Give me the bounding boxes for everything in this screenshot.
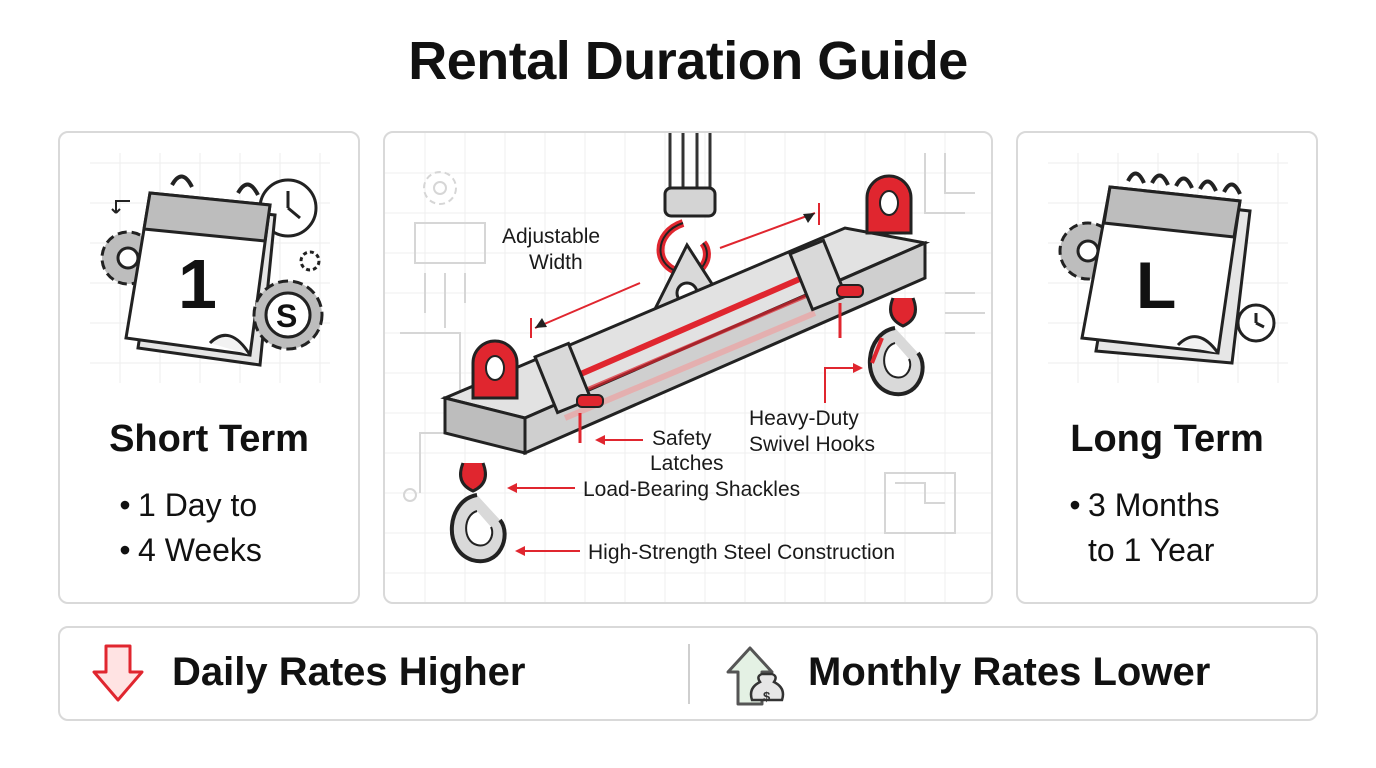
list-item: •3 Months [1069,487,1220,523]
short-term-card: 1 S Short Term •1 Day to •4 Weeks [58,131,360,604]
arrow-up-money-icon: $ [726,646,785,706]
coin-icon: S [252,279,324,351]
label-steel: High-Strength Steel Construction [588,541,895,564]
page-title: Rental Duration Guide [408,31,968,91]
long-term-calendar-illustration: L [1048,153,1288,383]
short-term-bullets: •1 Day to •4 Weeks [60,483,358,573]
gear-icon [299,250,321,272]
label-swivel-hooks: Swivel Hooks [749,433,875,456]
long-term-bullets: •3 Months to 1 Year [1018,483,1316,573]
divider [688,644,690,704]
svg-text:1: 1 [178,245,217,323]
svg-text:$: $ [763,689,771,704]
spreader-beam-diagram-card: Adjustable Width Safety Latches Heavy-Du… [383,131,993,604]
label-shackles: Load-Bearing Shackles [583,478,800,501]
short-term-heading: Short Term [109,418,309,460]
callout-arrows [507,363,863,556]
svg-text:L: L [1136,248,1176,322]
monthly-rates-text: Monthly Rates Lower [808,650,1211,694]
label-width: Width [529,251,583,274]
list-item: •4 Weeks [119,532,262,568]
calendar-icon: 1 [124,174,277,367]
short-term-calendar-illustration: 1 S [90,153,330,383]
clock-icon [1236,303,1276,343]
long-term-heading: Long Term [1070,418,1264,460]
left-hook [449,462,507,564]
label-safety: Safety [652,427,712,450]
safety-latch [576,284,864,443]
spreader-beam [440,226,931,456]
list-item: •1 Day to [119,487,258,523]
label-heavy-duty: Heavy-Duty [749,407,859,430]
adjustable-width-arrow [530,203,820,338]
calendar-icon: L [1080,171,1252,365]
long-term-card: L Long Term •3 Months to 1 Year [1016,131,1318,604]
daily-rates-text: Daily Rates Higher [172,650,526,694]
svg-text:S: S [276,298,297,334]
label-adjustable: Adjustable [502,225,600,248]
arrow-down-icon [92,644,144,702]
right-hook [867,297,925,397]
rates-bar: Daily Rates Higher $ Monthly Rates Lower [58,626,1318,721]
list-item: to 1 Year [1088,532,1215,568]
label-latches: Latches [650,452,724,475]
lifting-lug [471,174,913,400]
spreader-beam-diagram: Adjustable Width Safety Latches Heavy-Du… [385,133,991,602]
hoist-cable [663,133,717,218]
